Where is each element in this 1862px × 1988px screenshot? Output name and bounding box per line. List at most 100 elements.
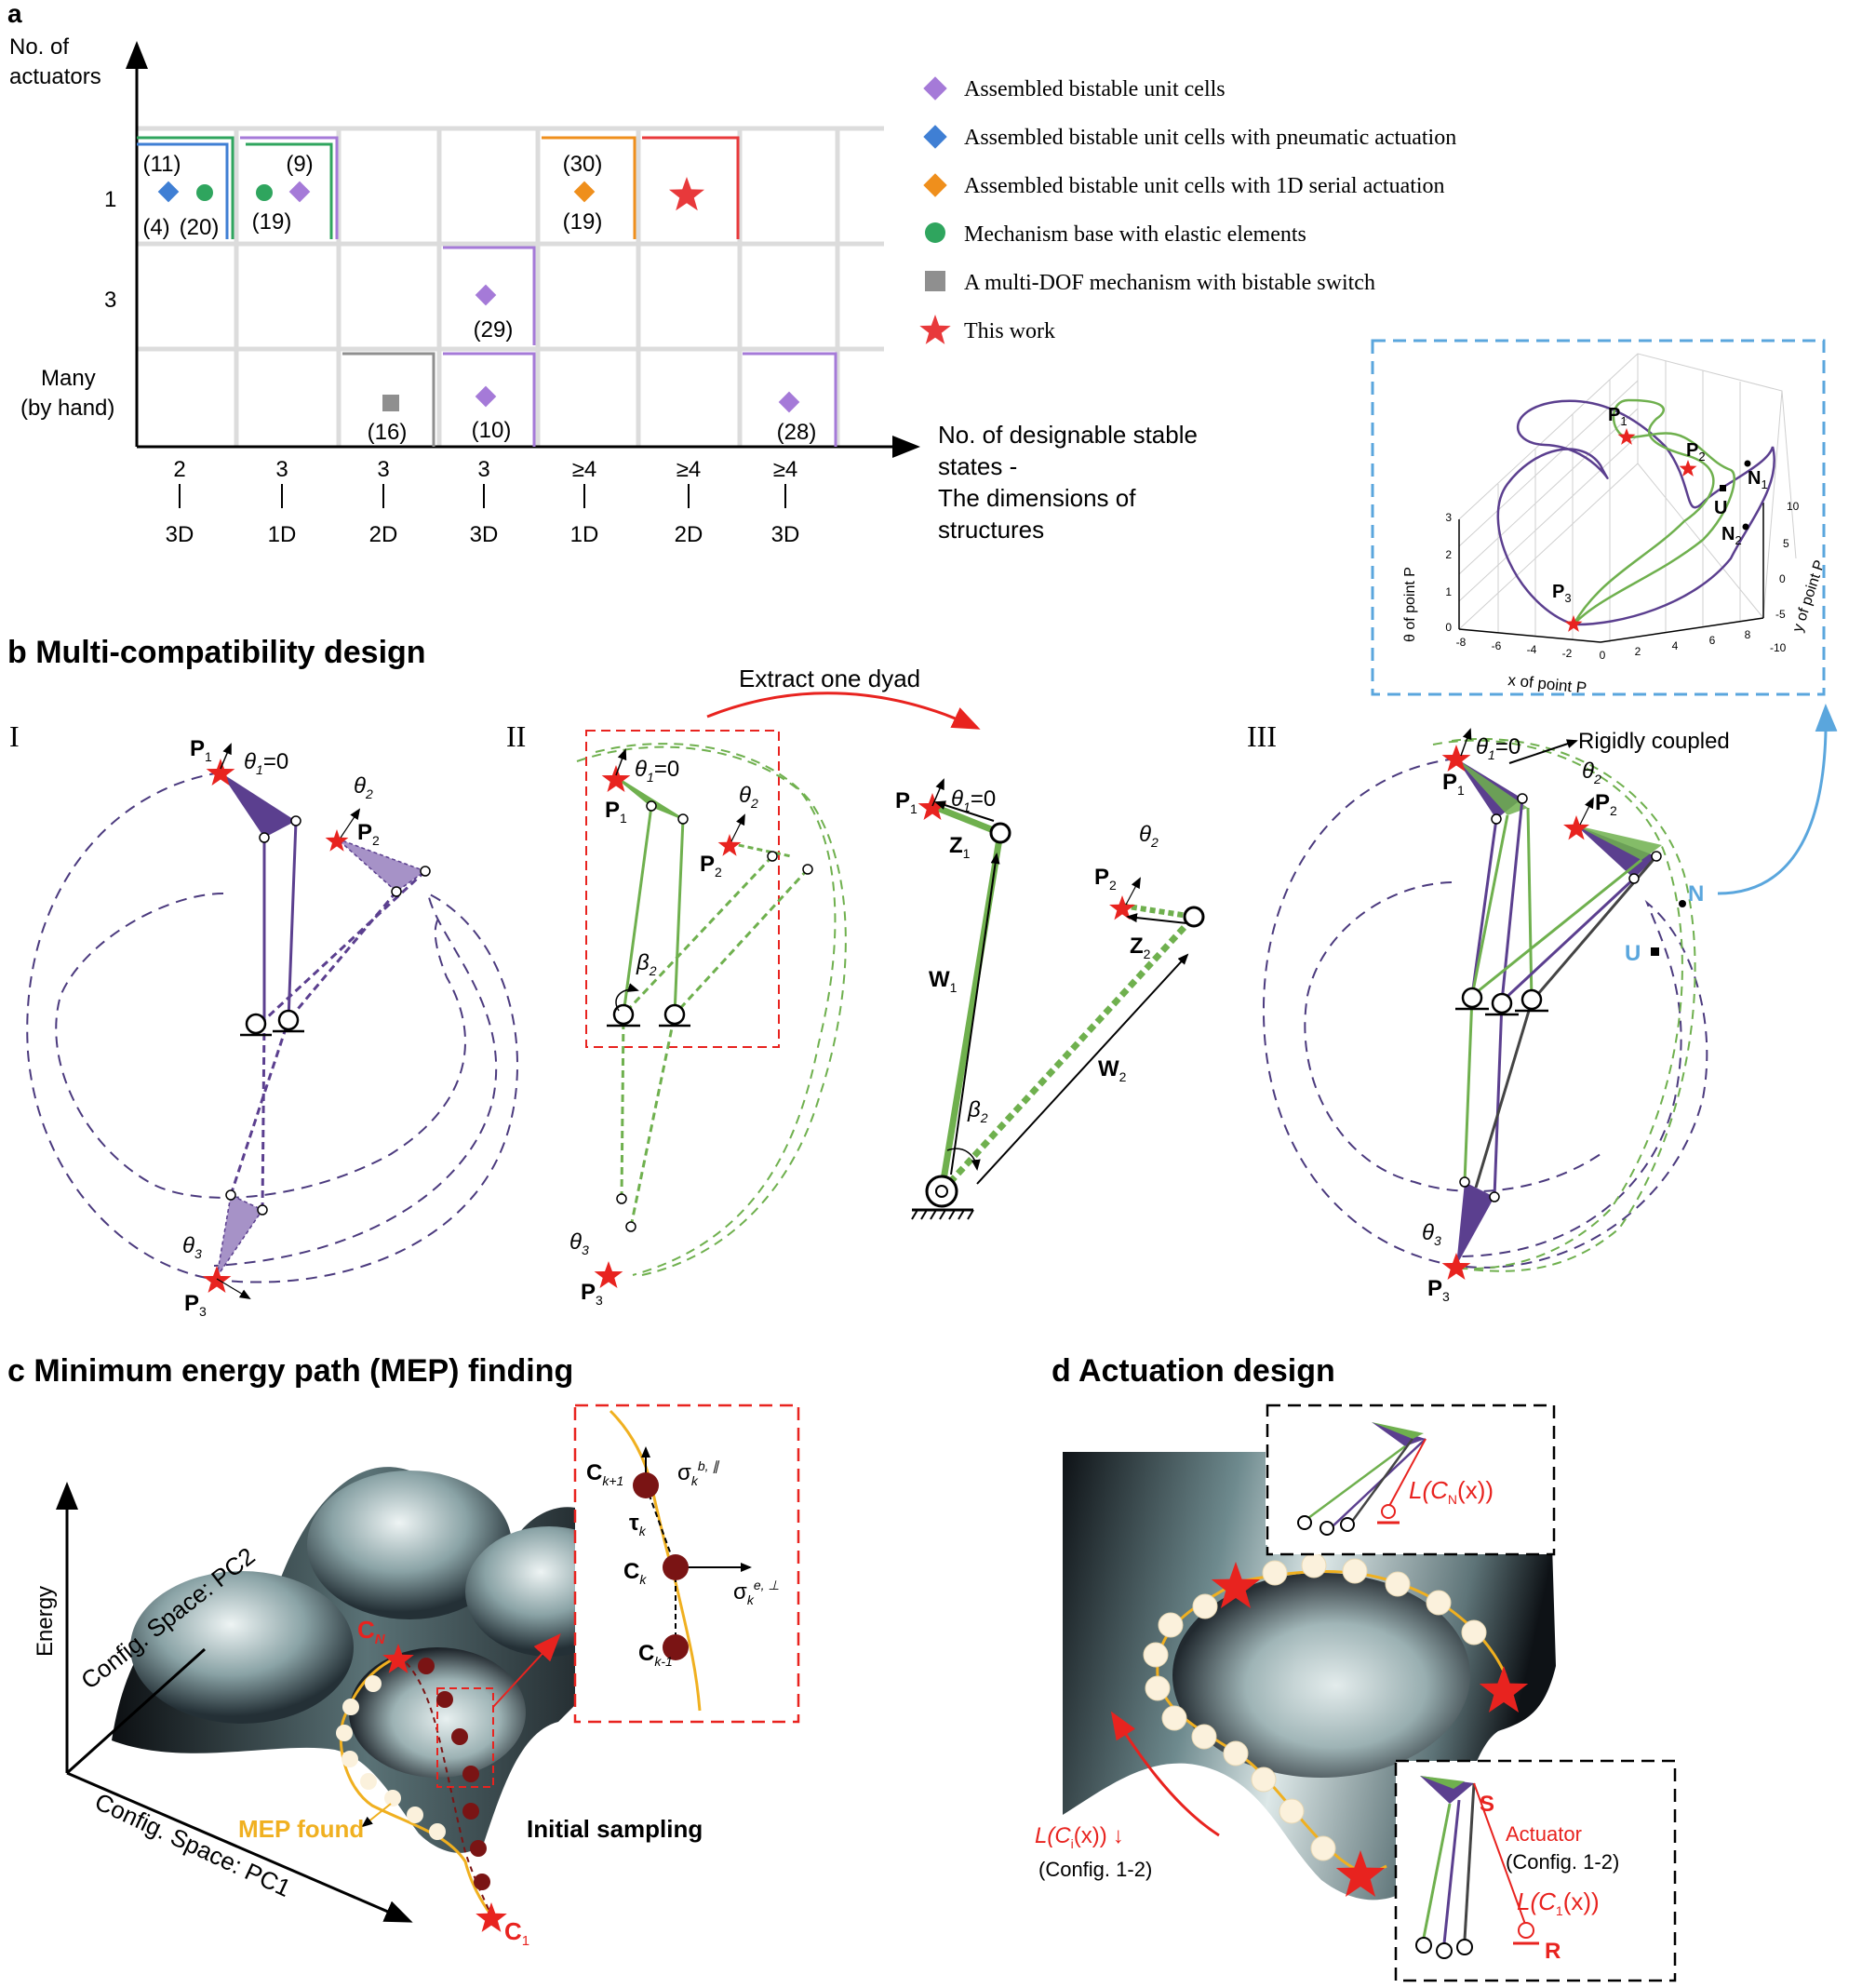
svg-text:θ1=0: θ1=0	[1476, 734, 1520, 762]
dark-beads	[418, 1658, 490, 1890]
roman-1: I	[9, 719, 20, 753]
x-ticks: 2 3D 3 1D 3 2D 3 3D ≥4 1D ≥4 2D ≥4 3D	[166, 457, 800, 547]
legend-marker-purple-diamond	[923, 76, 947, 101]
energy-label: Energy	[33, 1586, 58, 1657]
y-tick-many-2: (by hand)	[20, 396, 114, 421]
x-tick-4-bottom: 3D	[470, 522, 499, 547]
star-c1	[1335, 1850, 1386, 1897]
x-axis-title-2: states -	[938, 452, 1017, 480]
panel-b: b Multi-compatibility design I II III	[7, 635, 1838, 1319]
marker-green-circle	[256, 184, 273, 201]
ref-16: (16)	[368, 420, 408, 445]
legend-marker-green-circle	[925, 222, 945, 243]
x-tick-6-bottom: 2D	[675, 522, 703, 547]
pc1-label: Config. Space: PC1	[90, 1787, 295, 1902]
x-tick: 0	[1600, 649, 1606, 662]
svg-text:P2: P2	[1094, 865, 1117, 893]
marker-blue-diamond	[157, 181, 180, 203]
panel-c: c Minimum energy path (MEP) finding Ener…	[7, 1353, 800, 1949]
x-tick: -8	[1456, 636, 1467, 649]
svg-text:θ3: θ3	[1422, 1220, 1441, 1248]
svg-text:P1: P1	[605, 798, 627, 826]
ref-4: (4)	[142, 215, 169, 240]
x-axis-title-1: No. of designable stable	[938, 421, 1198, 449]
svg-text:P3: P3	[1427, 1276, 1450, 1304]
ref-11: (11)	[143, 152, 181, 177]
legend-marker-gray-square	[925, 271, 945, 291]
x-tick-4-top: 3	[477, 457, 489, 482]
lc1-label: L(C1(x))	[1517, 1887, 1600, 1918]
marker-purple-diamond	[475, 284, 497, 306]
marker-purple-diamond	[288, 181, 311, 203]
config-label-1: (Config. 1-2)	[1038, 1858, 1152, 1881]
c1-star	[476, 1902, 507, 1932]
marker-purple-diamond	[475, 385, 497, 408]
label-p1: P1	[190, 736, 212, 764]
ref-9: (9)	[286, 152, 313, 177]
ref-30: (30)	[563, 152, 603, 177]
z-tick: 3	[1445, 511, 1452, 524]
ref-28: (28)	[777, 420, 817, 445]
mep-found-label: MEP found	[238, 1815, 364, 1843]
ref-19b: (19)	[563, 209, 603, 235]
y-tick: -10	[1770, 641, 1787, 654]
svg-text:σke, ⊥: σke, ⊥	[733, 1578, 780, 1607]
p1-star	[206, 759, 235, 786]
panel-a-grid	[137, 126, 884, 447]
label-theta1: θ1=0	[244, 749, 288, 777]
point-u	[1651, 947, 1659, 956]
panel-a-letter: a	[7, 0, 22, 28]
zoom-box	[436, 1687, 494, 1788]
p2-star	[325, 829, 349, 852]
star-cn	[1211, 1562, 1261, 1608]
initial-sampling-label: Initial sampling	[527, 1815, 703, 1843]
svg-text:θ3: θ3	[569, 1229, 589, 1257]
y-axis-title-1: No. of	[9, 34, 69, 60]
marker-red-star	[669, 177, 704, 211]
y-tick: -5	[1775, 608, 1786, 621]
z-tick: 0	[1445, 621, 1452, 634]
svg-text:β2: β2	[636, 950, 657, 978]
x-axis-title: No. of designable stable states - The di…	[938, 421, 1198, 544]
z-tick: 2	[1445, 548, 1452, 561]
x-tick: -2	[1562, 647, 1573, 660]
p1-star	[1617, 428, 1636, 445]
label-theta2: θ2	[354, 773, 373, 801]
legend-marker-orange-diamond	[923, 173, 947, 197]
legend-label-4: Mechanism base with elastic elements	[964, 222, 1306, 247]
x-tick: -6	[1492, 639, 1502, 652]
extract-label: Extract one dyad	[739, 665, 920, 692]
x-tick-5-bottom: 1D	[570, 522, 599, 547]
ref-10: (10)	[472, 418, 512, 443]
x-tick-2-top: 3	[275, 457, 288, 482]
x-tick-7-bottom: 3D	[771, 522, 800, 547]
n1-dot	[1744, 460, 1751, 467]
x-tick-5-top: ≥4	[572, 457, 597, 482]
roman-3: III	[1247, 719, 1277, 753]
inset-n1: N1	[1748, 468, 1768, 491]
marker-gray-square	[382, 395, 399, 411]
svg-text:W2: W2	[1098, 1056, 1127, 1084]
inset-n2: N2	[1721, 524, 1742, 547]
r-label: R	[1545, 1939, 1561, 1964]
cn-star	[382, 1644, 414, 1673]
svg-text:Z2: Z2	[1130, 934, 1151, 961]
top-inset: L(CN(x))	[1266, 1404, 1556, 1556]
svg-text:θ1=0: θ1=0	[951, 786, 996, 814]
x-axis-title-3: The dimensions of	[938, 484, 1136, 512]
actuator-label: Actuator	[1506, 1822, 1582, 1846]
label-p2: P2	[357, 820, 380, 848]
svg-text:θ1=0: θ1=0	[635, 757, 679, 785]
panel-a: a No. of actuators 1 3 Many (by hand) 2 …	[7, 0, 1829, 697]
svg-text:Ck-1: Ck-1	[638, 1641, 673, 1669]
x-tick: -4	[1527, 643, 1537, 656]
green-curve	[1572, 398, 1735, 625]
x-tick-2-bottom: 1D	[268, 522, 297, 547]
n2-dot	[1742, 523, 1749, 531]
legend: Assembled bistable unit cells Assembled …	[919, 76, 1456, 344]
marker-green-circle	[196, 184, 213, 201]
mep-path	[339, 1655, 493, 1916]
marker-orange-diamond	[573, 181, 596, 203]
p2-star	[1679, 460, 1697, 477]
mechanism-i: P1 θ1=0 θ2 P2 θ3 P3	[26, 736, 518, 1319]
